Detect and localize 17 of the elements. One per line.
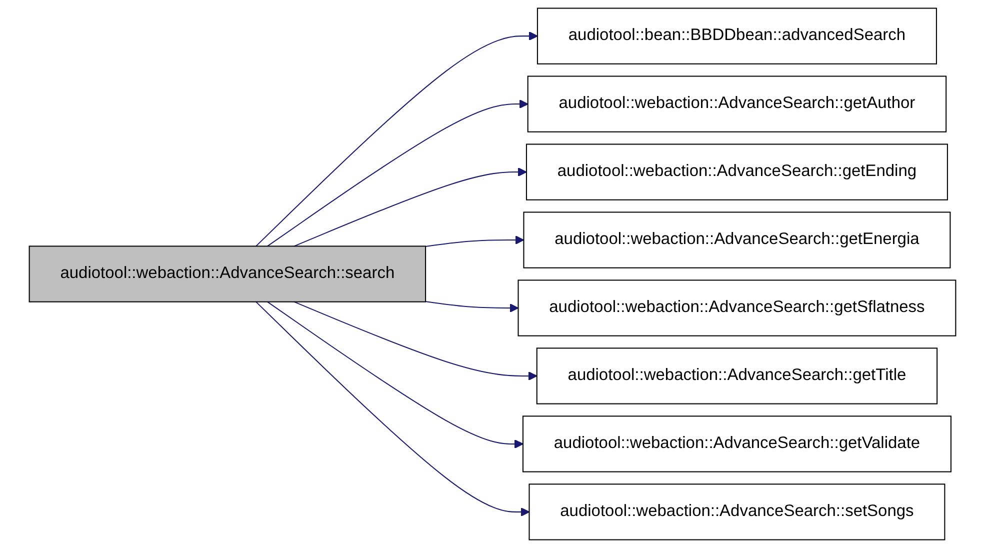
node-box: audiotool::webaction::AdvanceSearch::getEnergia [523,212,951,268]
arrow [294,168,527,247]
arrow [267,100,528,247]
node-box: audiotool::webaction::AdvanceSearch::setSongs [528,484,946,540]
node-box: audiotool::webaction::AdvanceSearch::getSflatness [518,280,956,336]
arrow [256,32,538,247]
arrow [294,301,538,380]
node-box: audiotool::webaction::AdvanceSearch::getEnding [526,144,948,200]
node-box: audiotool::webaction::AdvanceSearch::search [28,246,426,302]
node-box: audiotool::bean::BBDDbean::advancedSearch [536,8,937,64]
arrow [256,301,530,516]
node-box: audiotool::webaction::AdvanceSearch::getValidate [522,416,952,472]
arrow [425,235,524,247]
arrow [425,301,519,313]
node-box: audiotool::webaction::AdvanceSearch::getAuthor [527,76,947,132]
node-box: audiotool::webaction::AdvanceSearch::getTitle [536,348,938,404]
arrow [267,301,524,448]
